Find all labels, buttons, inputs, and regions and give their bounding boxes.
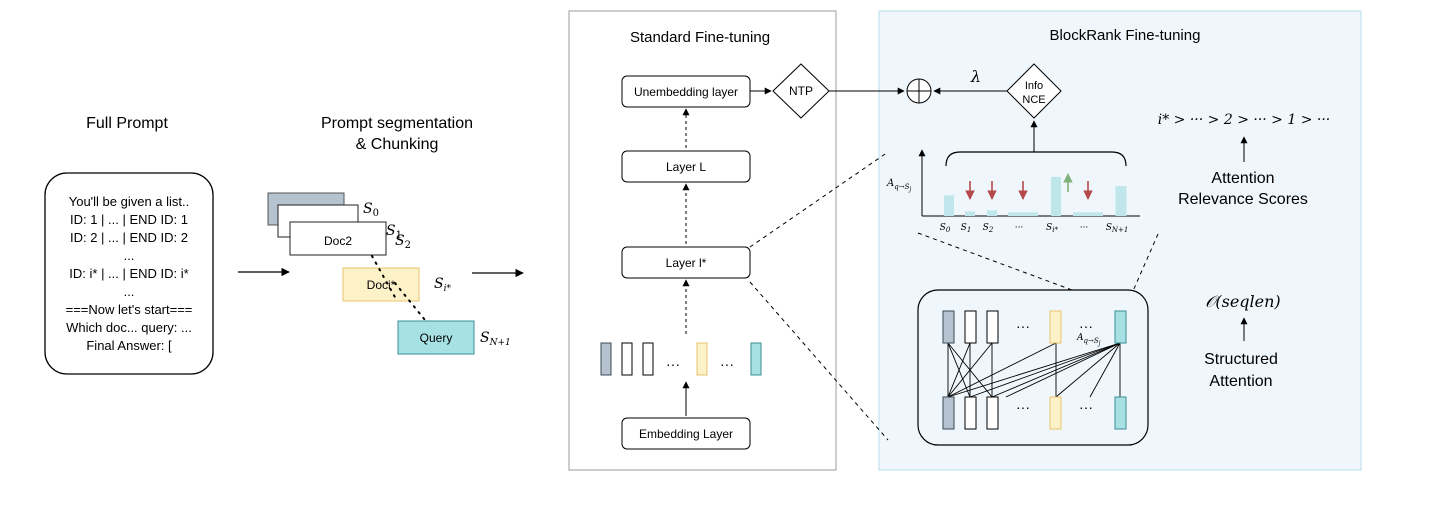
complexity-formula: 𝒪(seqlen) bbox=[1205, 292, 1280, 311]
chart-tick-label: S0 bbox=[940, 223, 951, 234]
infonce-label-line1: Info bbox=[1025, 80, 1043, 92]
chart-tick-label: SN+1 bbox=[1106, 223, 1129, 234]
attn-top-ellipsis: ··· bbox=[1016, 318, 1030, 334]
sn-label: SN+1 bbox=[480, 330, 511, 348]
attn-a-label: Aq→Sj bbox=[1076, 333, 1101, 347]
attn-bottom-ellipsis: ··· bbox=[1016, 399, 1030, 415]
infonce-label-line2: NCE bbox=[1022, 94, 1045, 106]
ranking-formula: i* > ··· > 2 > ··· > 1 > ··· bbox=[1158, 112, 1331, 128]
segmentation-section: Prompt segmentation & Chunking Inst Doc2… bbox=[267, 115, 511, 355]
token-row: ··· ··· bbox=[600, 342, 762, 376]
prompt-line: ===Now let's start=== bbox=[66, 302, 193, 317]
segmentation-title-line1: Prompt segmentation bbox=[321, 115, 473, 132]
attention-bar-chart: Aq→Sj S0 S1 S2 ··· Si* ··· SN+1 bbox=[886, 149, 1140, 234]
prompt-line: ID: 2 | ... | END ID: 2 bbox=[70, 230, 188, 245]
blockrank-panel: BlockRank Fine-tuning λ Info NCE Aq→Sj S… bbox=[749, 10, 1362, 471]
infonce-diamond bbox=[1006, 63, 1062, 119]
attn-top-inst bbox=[942, 310, 955, 344]
si-label: Si* bbox=[434, 276, 451, 294]
attn-bottom-doc bbox=[964, 396, 977, 430]
structured-attention-box: ··· ··· Aq→Sj ··· ··· bbox=[917, 289, 1149, 446]
prompt-line: ID: i* | ... | END ID: i* bbox=[69, 266, 188, 281]
segmentation-title-line2: & Chunking bbox=[356, 136, 439, 153]
blockrank-title: BlockRank Fine-tuning bbox=[1050, 27, 1201, 44]
zoom-line-top bbox=[749, 151, 889, 248]
attn-top-doc bbox=[964, 310, 977, 344]
attn-bottom-query bbox=[1114, 396, 1127, 430]
chart-tick-label: S2 bbox=[983, 223, 994, 234]
chart-y-axis-label: Aq→Sj bbox=[886, 178, 911, 193]
layer-i-box bbox=[621, 246, 751, 279]
chart-bar bbox=[1073, 212, 1103, 216]
chart-tick-label: S1 bbox=[961, 223, 972, 234]
doc2-block bbox=[289, 221, 387, 256]
embedding-layer-box bbox=[621, 417, 751, 450]
full-prompt-title: Full Prompt bbox=[86, 115, 168, 132]
structured-label-line2: Attention bbox=[1209, 373, 1272, 390]
attn-bottom-ellipsis: ··· bbox=[1079, 399, 1093, 415]
layer-l-label: Layer L bbox=[666, 160, 706, 174]
chart-tick-label: Si* bbox=[1046, 223, 1058, 234]
attn-bottom-doci bbox=[1049, 396, 1062, 430]
sum-icon bbox=[906, 78, 932, 104]
query-block bbox=[397, 320, 475, 355]
relevance-label-line1: Attention bbox=[1211, 170, 1274, 187]
attn-top-doci bbox=[1049, 310, 1062, 344]
token-ellipsis: ··· bbox=[666, 356, 680, 372]
layer-i-label: Layer l* bbox=[666, 256, 707, 270]
structured-label-line1: Structured bbox=[1204, 351, 1278, 368]
unembedding-layer-label: Unembedding layer bbox=[634, 85, 738, 99]
attn-bottom-inst bbox=[942, 396, 955, 430]
chart-bar bbox=[944, 195, 954, 216]
chart-bar bbox=[1115, 186, 1127, 216]
prompt-line: You'll be given a list.. bbox=[69, 194, 190, 209]
prompt-line: Final Answer: [ bbox=[86, 338, 172, 353]
attn-top-ellipsis: ··· bbox=[1079, 318, 1093, 334]
chart-bar bbox=[987, 210, 997, 216]
prompt-line: ... bbox=[124, 248, 135, 263]
token-inst bbox=[600, 342, 612, 376]
chart-tick-label: ··· bbox=[1080, 223, 1089, 233]
query-label: Query bbox=[420, 331, 453, 345]
prompt-line: Which doc... query: ... bbox=[66, 320, 192, 335]
lambda-label: λ bbox=[970, 67, 981, 86]
curly-brace bbox=[945, 151, 1127, 167]
chart-bar bbox=[1051, 176, 1061, 216]
token-ellipsis: ··· bbox=[720, 356, 734, 372]
doc2-label: Doc2 bbox=[324, 234, 352, 248]
token-doci bbox=[696, 342, 708, 376]
chart-tick-label: ··· bbox=[1015, 223, 1024, 233]
full-prompt-section: Full Prompt You'll be given a list.. ID:… bbox=[44, 115, 214, 375]
standard-finetuning-panel: Standard Fine-tuning Unembedding layer L… bbox=[568, 10, 837, 471]
s1-label: S1 bbox=[386, 223, 402, 241]
prompt-line: ID: 1 | ... | END ID: 1 bbox=[70, 212, 188, 227]
dots-doc2-to-doci bbox=[371, 255, 397, 300]
token-query bbox=[750, 342, 762, 376]
token-doc bbox=[642, 342, 654, 376]
chart-bar bbox=[965, 211, 975, 216]
ntp-label: NTP bbox=[789, 84, 813, 98]
zoom-line-bottom bbox=[749, 281, 889, 441]
relevance-label-line2: Relevance Scores bbox=[1178, 191, 1308, 208]
layer-l-box bbox=[621, 150, 751, 183]
full-prompt-box bbox=[44, 172, 214, 375]
attn-top-doc bbox=[986, 310, 999, 344]
dots-doci-to-query bbox=[394, 282, 426, 321]
s2-label: S2 bbox=[395, 233, 411, 251]
attn-bottom-doc bbox=[986, 396, 999, 430]
doci-label: Doci* bbox=[367, 278, 396, 292]
embedding-layer-label: Embedding Layer bbox=[639, 427, 733, 441]
standard-title: Standard Fine-tuning bbox=[630, 29, 770, 46]
attn-top-query bbox=[1114, 310, 1127, 344]
token-doc bbox=[621, 342, 633, 376]
full-prompt-lines: You'll be given a list.. ID: 1 | ... | E… bbox=[66, 194, 193, 353]
chart-bar bbox=[1008, 212, 1038, 216]
attention-edges bbox=[947, 342, 1121, 398]
s0-label: S0 bbox=[363, 201, 379, 219]
prompt-line: ... bbox=[124, 284, 135, 299]
